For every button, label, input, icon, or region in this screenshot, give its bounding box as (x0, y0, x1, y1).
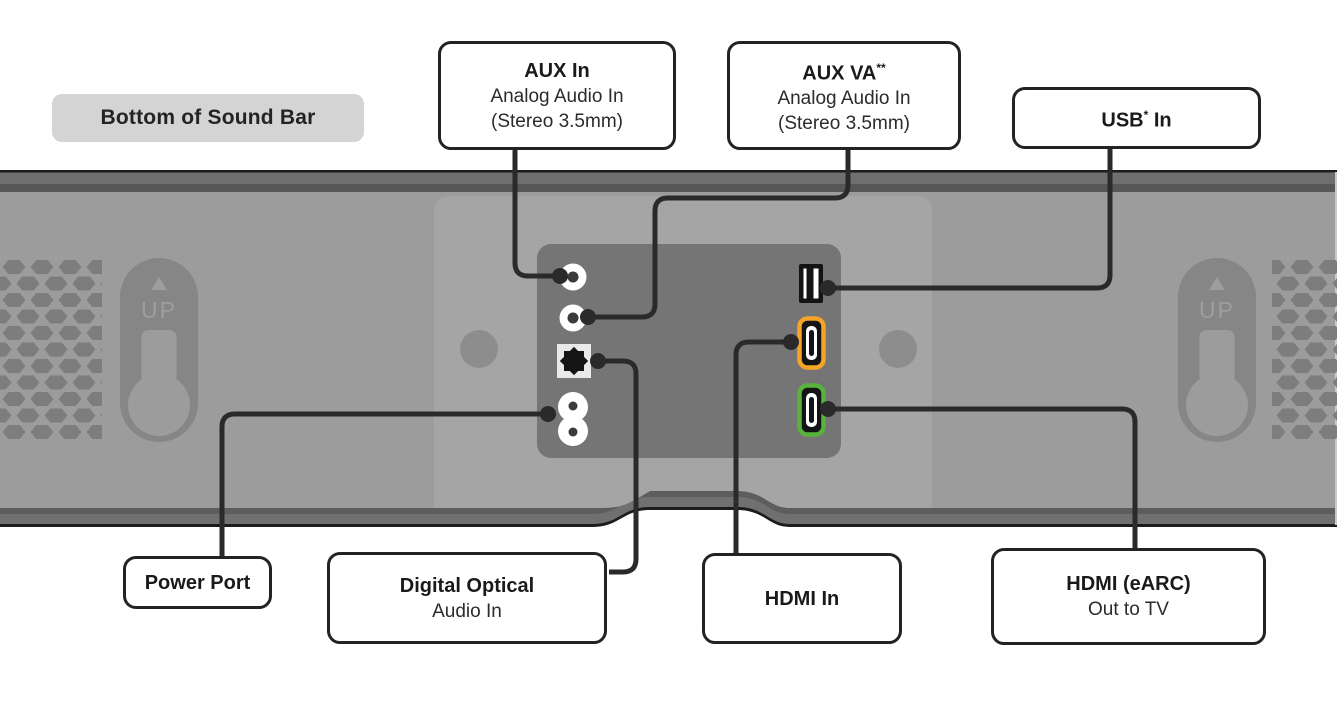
hdmi-in-port (797, 316, 826, 370)
screw-hole-right (879, 330, 917, 368)
screw-hole-left (460, 330, 498, 368)
hdmi-earc-line (834, 406, 1138, 548)
footnote-marker: * (1143, 108, 1149, 123)
callout-subtitle: Analog Audio In (777, 88, 911, 110)
aux-in-line (512, 145, 553, 279)
top-edge-strip (0, 172, 1337, 184)
aux-in-jack (559, 263, 587, 291)
keyhole-slot (1186, 374, 1248, 436)
callout-subtitle: (Stereo 3.5mm) (491, 110, 623, 132)
power-port (558, 392, 588, 446)
callout-subtitle: Audio In (432, 600, 502, 622)
up-arrow-icon (151, 277, 167, 290)
keyhole-slot (128, 374, 190, 436)
keyhole-mount-left: UP (120, 258, 198, 442)
aux-va-line (594, 147, 851, 320)
callout-aux-va: AUX VA** Analog Audio In (Stereo 3.5mm) (727, 41, 961, 150)
keyhole-mount-right: UP (1178, 258, 1256, 442)
connection-panel (537, 244, 841, 458)
callout-subtitle: Analog Audio In (490, 85, 624, 107)
top-edge-shadow (0, 184, 1337, 192)
callout-aux-in: AUX In Analog Audio In (Stereo 3.5mm) (438, 41, 676, 150)
usb-port (799, 264, 823, 303)
up-label: UP (141, 297, 177, 323)
up-arrow-icon (1209, 277, 1225, 290)
speaker-grille-left (0, 258, 102, 441)
callout-digital-optical: Digital Optical Audio In (327, 552, 607, 644)
diagram-title: Bottom of Sound Bar (52, 94, 364, 142)
callout-title: Digital Optical (399, 574, 535, 597)
footnote-marker: ** (876, 60, 886, 75)
callout-subtitle: Out to TV (1088, 599, 1169, 620)
callout-title: USB* In (1101, 108, 1172, 132)
usb-line (834, 147, 1113, 291)
optical-port (557, 344, 591, 378)
speaker-grille-right (1272, 258, 1337, 441)
top-outline (0, 170, 1337, 173)
diagram-title-label: Bottom of Sound Bar (100, 106, 316, 129)
callout-title: AUX VA** (802, 60, 886, 85)
callout-hdmi-in: HDMI In (702, 553, 902, 644)
callout-hdmi-earc: HDMI (eARC) Out to TV (991, 548, 1266, 645)
callout-title: AUX In (524, 59, 590, 82)
callout-title: Power Port (144, 571, 251, 594)
callout-usb: USB* In (1012, 87, 1261, 149)
callout-subtitle: (Stereo 3.5mm) (778, 113, 910, 135)
up-label: UP (1199, 297, 1235, 323)
hdmi-in-line (733, 339, 785, 553)
power-line (219, 411, 554, 556)
callout-title: HDMI In (764, 587, 840, 610)
line-endpoint-dots (540, 268, 836, 422)
optical-line (604, 358, 639, 575)
hdmi-earc-port (797, 383, 826, 437)
aux-va-jack (559, 304, 587, 332)
callout-power-port: Power Port (123, 556, 272, 609)
callout-title: HDMI (eARC) (1066, 573, 1191, 595)
